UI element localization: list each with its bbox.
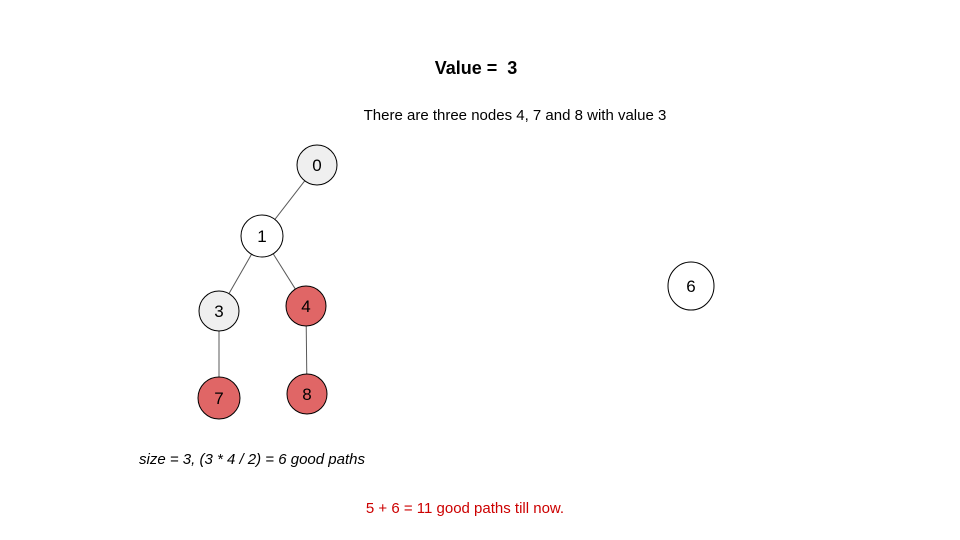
node-3-circle — [198, 290, 240, 332]
node-6-circle — [667, 261, 715, 311]
diagram-title: Value = 3 — [434, 58, 518, 78]
node-7-circle — [197, 376, 241, 420]
edge-1-3 — [228, 253, 252, 294]
node-1-circle — [240, 214, 284, 258]
node-8-label: 8 — [302, 385, 311, 404]
node-0-circle — [296, 144, 338, 186]
node-1-label: 1 — [257, 227, 266, 246]
nodes-layer: 0 1 3 4 7 8 6 — [197, 144, 715, 420]
node-0: 0 — [296, 144, 338, 186]
node-6: 6 — [667, 261, 715, 311]
edges-layer — [218, 180, 308, 377]
node-6-label: 6 — [686, 277, 695, 296]
running-total-summary: 5 + 6 = 11 good paths till now. — [365, 500, 565, 517]
node-7: 7 — [197, 376, 241, 420]
edge-4-8 — [305, 325, 308, 375]
edge-1-4 — [272, 253, 296, 290]
node-4-circle — [285, 285, 327, 327]
node-0-label: 0 — [312, 156, 321, 175]
node-4: 4 — [285, 285, 327, 327]
good-paths-formula: size = 3, (3 * 4 / 2) = 6 good paths — [139, 451, 365, 468]
node-7-label: 7 — [214, 389, 223, 408]
node-8: 8 — [286, 373, 328, 415]
node-3: 3 — [198, 290, 240, 332]
node-3-label: 3 — [214, 302, 223, 321]
diagram-subtitle: There are three nodes 4, 7 and 8 with va… — [363, 107, 667, 124]
edge-0-1 — [274, 180, 306, 220]
node-4-label: 4 — [301, 297, 310, 316]
node-8-circle — [286, 373, 328, 415]
node-1: 1 — [240, 214, 284, 258]
